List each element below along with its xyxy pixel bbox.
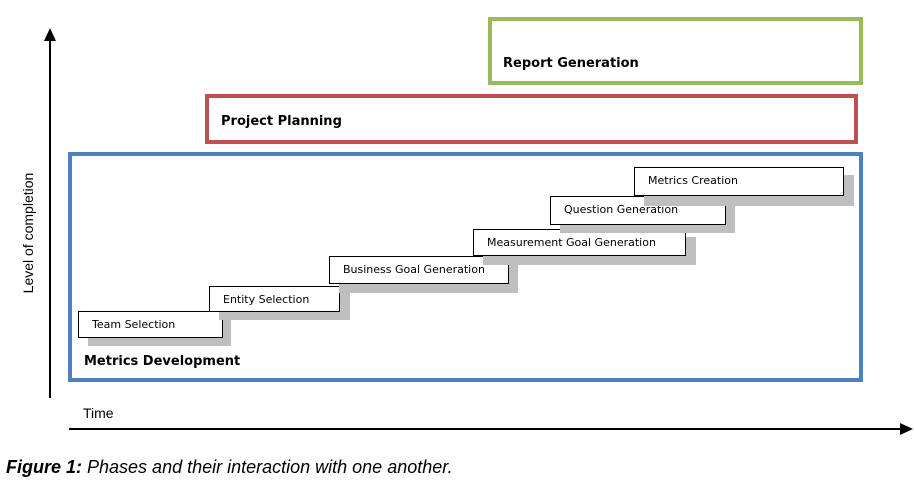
step-measurement-goal-generation: Measurement Goal Generation <box>473 229 686 256</box>
phase-project-planning-label: Project Planning <box>221 114 342 129</box>
step-entity-selection: Entity Selection <box>209 286 340 312</box>
phase-report-generation-label: Report Generation <box>503 56 639 71</box>
step-business-goal-generation: Business Goal Generation <box>329 256 509 284</box>
x-axis-line <box>69 428 902 430</box>
figure-caption: Figure 1: Phases and their interaction w… <box>6 457 453 478</box>
y-axis-label: Level of completion <box>20 172 36 294</box>
x-axis-arrow-icon <box>900 423 913 435</box>
y-axis-arrow-icon <box>44 28 56 41</box>
step-metrics-creation: Metrics Creation <box>634 167 844 196</box>
phase-metrics-development-label: Metrics Development <box>84 354 241 369</box>
figure-caption-text: Phases and their interaction with one an… <box>82 457 453 477</box>
phase-report-generation-frame <box>488 17 863 85</box>
x-axis-label: Time <box>83 405 114 421</box>
phase-metrics-development-frame <box>68 152 863 382</box>
step-team-selection: Team Selection <box>78 311 223 338</box>
phase-project-planning-frame <box>205 94 858 144</box>
step-question-generation: Question Generation <box>550 196 726 225</box>
figure-caption-prefix: Figure 1: <box>6 457 83 477</box>
y-axis-line <box>49 40 51 398</box>
